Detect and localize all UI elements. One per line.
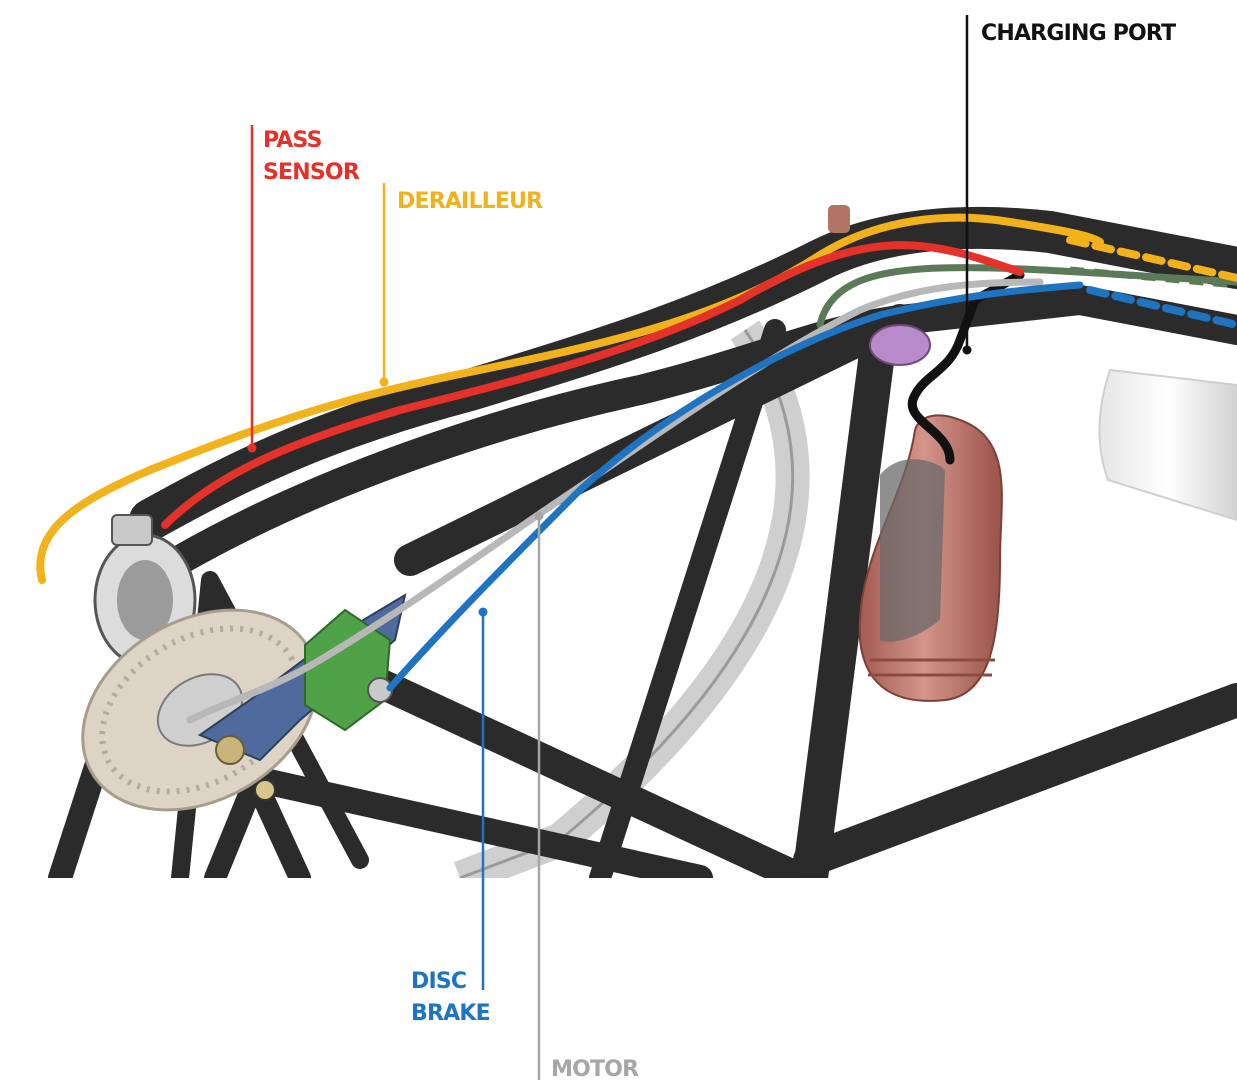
bottle-boss (869, 324, 931, 366)
motor-label: MOTOR (551, 1057, 639, 1082)
callout-lines (247, 15, 972, 1080)
disc-brake-cable (386, 281, 1084, 692)
derailleur-cable (36, 213, 1104, 584)
charging-cable (907, 270, 1025, 465)
pass-sensor-label-line2: SENSOR (263, 160, 360, 185)
motor-cable (186, 278, 1044, 724)
disc-brake-label: DISC (411, 969, 466, 994)
pass-sensor-cable (161, 241, 1024, 529)
charging-port-label: CHARGING PORT (981, 21, 1176, 46)
disc-brake-label-line2: BRAKE (411, 1001, 490, 1026)
pass-sensor-label: PASS (263, 128, 322, 153)
battery (858, 414, 1003, 702)
frame-artwork (36, 205, 1237, 878)
derailleur-label: DERAILLEUR (397, 189, 543, 214)
callout-labels: PASS SENSOR DERAILLEUR CHARGING PORT DIS… (263, 21, 1177, 1082)
white-tank (1098, 368, 1237, 522)
